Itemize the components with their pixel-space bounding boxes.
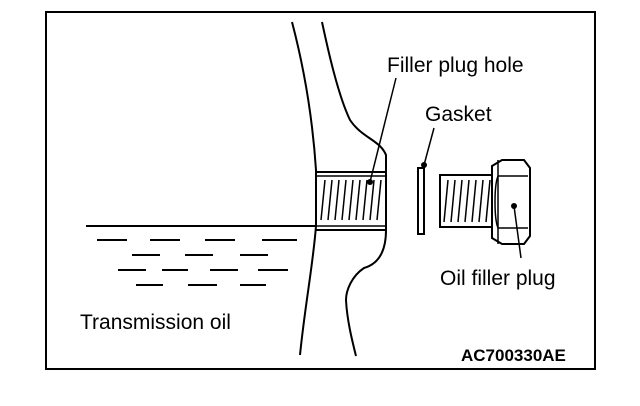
- label-filler-plug-hole: Filler plug hole: [387, 54, 524, 77]
- leader-dot-plug: [511, 203, 517, 209]
- leader-dot-gasket: [421, 162, 427, 168]
- leader-dot-hole: [367, 179, 373, 185]
- oil-dashes: [97, 239, 297, 286]
- label-gasket: Gasket: [425, 103, 492, 126]
- case-wall-inner: [291, 21, 317, 356]
- case-wall-outer: [321, 21, 387, 357]
- filler-plug-hole: [316, 171, 386, 231]
- label-transmission-oil: Transmission oil: [80, 311, 231, 334]
- leader-lines: [369, 77, 522, 259]
- gasket: [417, 167, 425, 235]
- oil-filler-plug: [439, 159, 531, 245]
- figure-frame: [45, 11, 596, 370]
- label-oil-filler-plug: Oil filler plug: [440, 267, 556, 290]
- figure-code: AC700330AE: [461, 346, 566, 365]
